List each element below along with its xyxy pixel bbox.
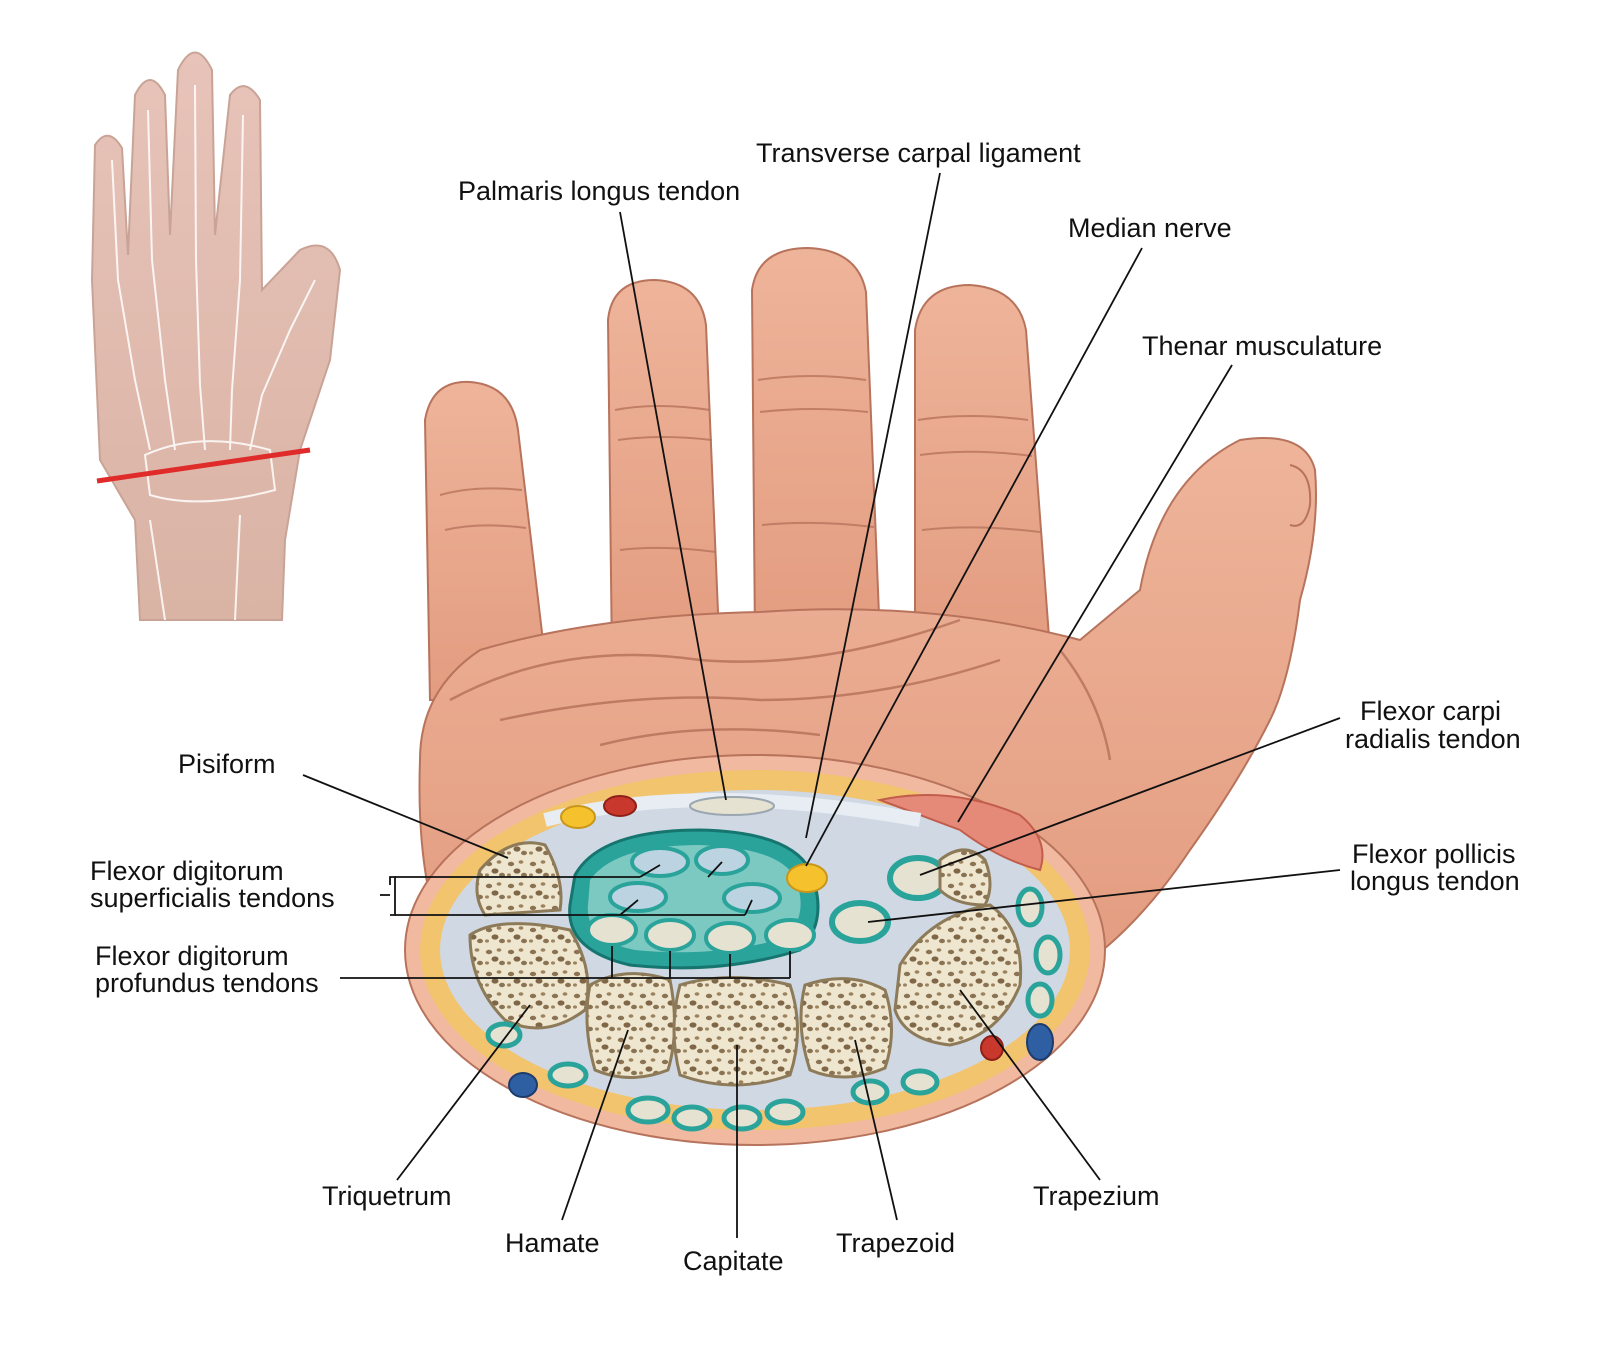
little-finger [423, 380, 552, 701]
trapezium-bone [893, 903, 1023, 1047]
label-trapezium: Trapezium [1033, 1181, 1160, 1211]
radial-vein [1026, 1023, 1054, 1061]
labels: Transverse carpal ligament Palmaris long… [90, 138, 1521, 1276]
label-palmaris-longus-tendon: Palmaris longus tendon [458, 176, 740, 206]
label-thenar-musculature: Thenar musculature [1142, 331, 1382, 361]
label-capitate: Capitate [683, 1246, 784, 1276]
flexor-pollicis-longus-tendon [829, 900, 891, 944]
dorsal-vein [508, 1072, 538, 1098]
ulnar-nerve [560, 805, 596, 829]
label-flexor-pollicis-longus-1: Flexor pollicis [1352, 839, 1516, 869]
wrist-cross-section [404, 754, 1106, 1146]
label-fds-1: Flexor digitorum [90, 856, 284, 886]
triquetrum-bone [468, 922, 590, 1030]
label-fds-2: superficialis tendons [90, 883, 335, 913]
label-flexor-pollicis-longus-2: longus tendon [1350, 866, 1520, 896]
label-trapezoid: Trapezoid [836, 1228, 955, 1258]
label-flexor-carpi-radialis-1: Flexor carpi [1360, 696, 1501, 726]
label-flexor-carpi-radialis-2: radialis tendon [1345, 724, 1521, 754]
middle-finger [750, 246, 882, 641]
label-triquetrum: Triquetrum [322, 1181, 452, 1211]
radial-artery [980, 1035, 1004, 1061]
inset-cut-line [96, 447, 311, 484]
ring-finger [606, 278, 722, 661]
fdp-tendon [764, 918, 816, 952]
fds-tendon [630, 846, 690, 878]
palmaris-longus-tendon [689, 796, 775, 816]
fds-tendon [694, 844, 750, 876]
label-median-nerve: Median nerve [1068, 213, 1232, 243]
ulnar-artery [603, 795, 637, 817]
label-fdp-2: profundus tendons [95, 968, 319, 998]
index-finger [914, 283, 1052, 651]
inset-hand-image [90, 51, 342, 621]
fdp-tendon [644, 918, 696, 952]
label-pisiform: Pisiform [178, 749, 276, 779]
hamate-bone [585, 972, 676, 1079]
label-fdp-1: Flexor digitorum [95, 941, 289, 971]
extensor-tendons [485, 886, 1063, 1132]
capitate-bone [672, 976, 799, 1087]
leader-lines [302, 172, 1341, 1238]
label-transverse-carpal-ligament: Transverse carpal ligament [756, 138, 1081, 168]
inset-hand-silhouette [90, 51, 342, 621]
fdp-tendon [704, 921, 756, 955]
fds-tendon [608, 881, 668, 913]
flexor-carpi-radialis-tendon [887, 855, 949, 901]
trapezoid-bone [799, 977, 893, 1079]
label-hamate: Hamate [505, 1228, 600, 1258]
fdp-tendon [586, 913, 638, 947]
median-nerve [786, 863, 828, 893]
pisiform-bone [475, 841, 563, 917]
fds-tendon [722, 882, 782, 914]
